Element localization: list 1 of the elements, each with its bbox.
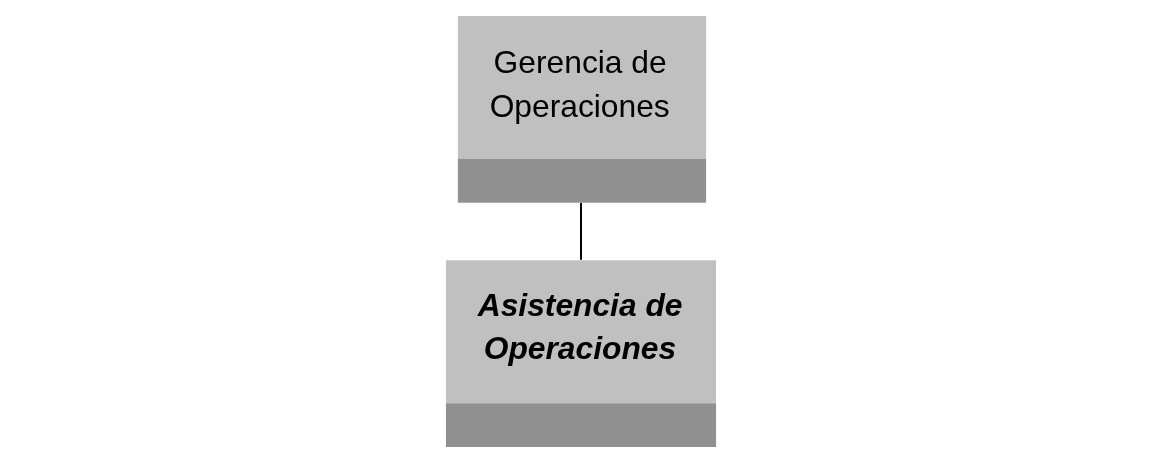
connector: [579, 202, 582, 261]
